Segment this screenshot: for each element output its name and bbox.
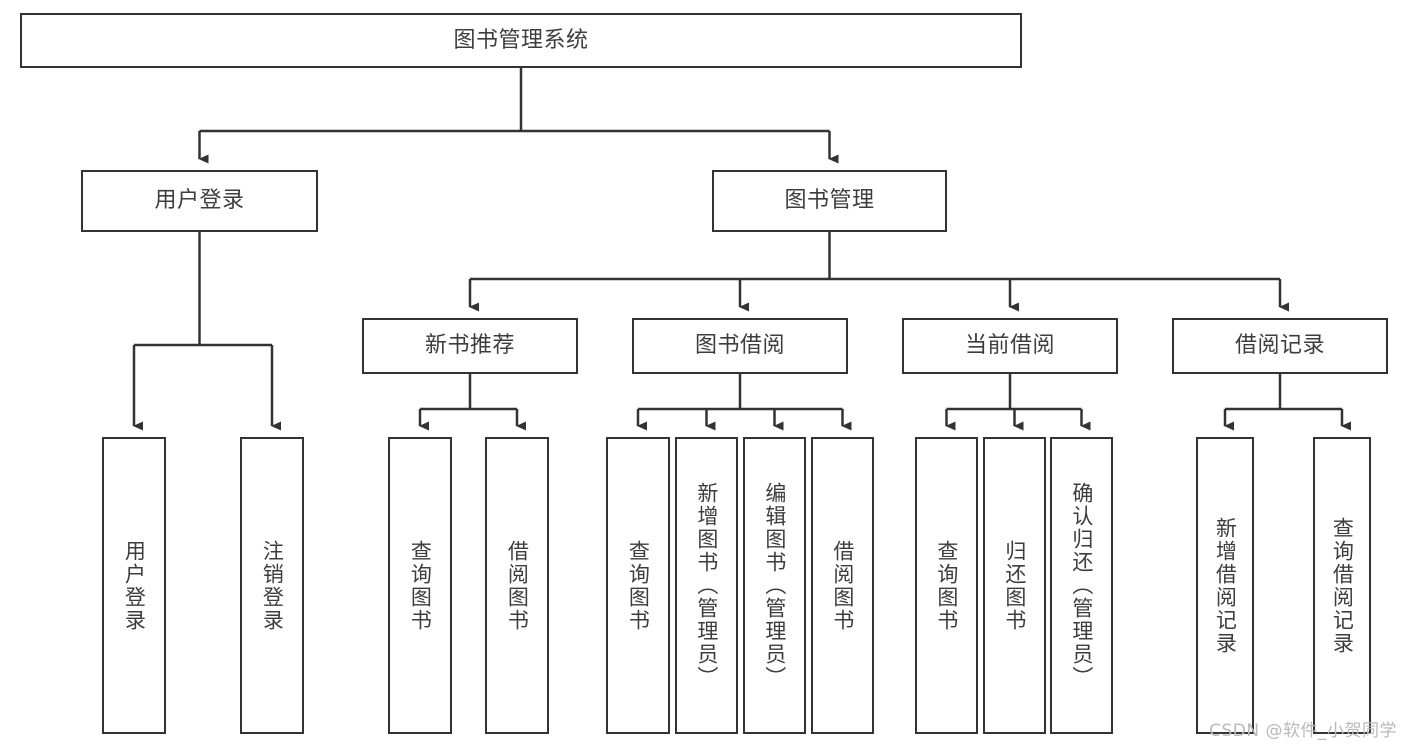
- node-leaf-logout[interactable]: 注销登录: [240, 437, 304, 734]
- node-label: 确认归还（管理员）: [1069, 482, 1094, 689]
- node-label: 查询借阅记录: [1330, 516, 1355, 655]
- node-leaf-confirm-return[interactable]: 确认归还（管理员）: [1050, 437, 1113, 734]
- node-user-login[interactable]: 用户登录: [81, 170, 318, 232]
- node-leaf-user-login[interactable]: 用户登录: [102, 437, 166, 734]
- node-label: 图书借阅: [694, 333, 785, 359]
- node-label: 当前借阅: [964, 333, 1055, 359]
- node-book-borrowing[interactable]: 图书借阅: [632, 318, 848, 374]
- node-leaf-borrow-book-1[interactable]: 借阅图书: [485, 437, 549, 734]
- node-leaf-add-record[interactable]: 新增借阅记录: [1196, 437, 1254, 734]
- node-label: 借阅图书: [830, 539, 855, 632]
- node-label: 查询图书: [626, 539, 651, 632]
- node-label: 新增借阅记录: [1213, 516, 1238, 655]
- node-label: 注销登录: [260, 539, 285, 632]
- node-root[interactable]: 图书管理系统: [20, 13, 1022, 68]
- node-label: 新增图书（管理员）: [694, 482, 719, 689]
- node-current-borrowing[interactable]: 当前借阅: [902, 318, 1118, 374]
- node-label: 用户登录: [122, 539, 147, 632]
- node-leaf-query-book-2[interactable]: 查询图书: [606, 437, 670, 734]
- node-label: 查询图书: [408, 539, 433, 632]
- node-label: 用户登录: [154, 188, 245, 214]
- node-borrowing-records[interactable]: 借阅记录: [1172, 318, 1388, 374]
- node-label: 新书推荐: [424, 333, 515, 359]
- node-leaf-query-book-3[interactable]: 查询图书: [915, 437, 978, 734]
- node-label: 借阅记录: [1234, 333, 1325, 359]
- node-label: 图书管理: [784, 188, 875, 214]
- node-leaf-borrow-book-2[interactable]: 借阅图书: [811, 437, 874, 734]
- node-label: 图书管理系统: [453, 27, 589, 53]
- node-label: 归还图书: [1002, 539, 1027, 632]
- tree-connectors: [132, 68, 1351, 431]
- node-label: 查询图书: [934, 539, 959, 632]
- node-leaf-add-book[interactable]: 新增图书（管理员）: [675, 437, 738, 734]
- node-leaf-query-book-1[interactable]: 查询图书: [388, 437, 452, 734]
- node-label: 编辑图书（管理员）: [762, 482, 787, 689]
- node-label: 借阅图书: [505, 539, 530, 632]
- node-book-management[interactable]: 图书管理: [712, 170, 947, 232]
- node-leaf-query-record[interactable]: 查询借阅记录: [1313, 437, 1371, 734]
- node-leaf-edit-book[interactable]: 编辑图书（管理员）: [743, 437, 806, 734]
- node-leaf-return-book[interactable]: 归还图书: [983, 437, 1046, 734]
- node-new-book-recommendation[interactable]: 新书推荐: [362, 318, 578, 374]
- watermark: CSDN @软件_小贺同学: [1209, 721, 1397, 741]
